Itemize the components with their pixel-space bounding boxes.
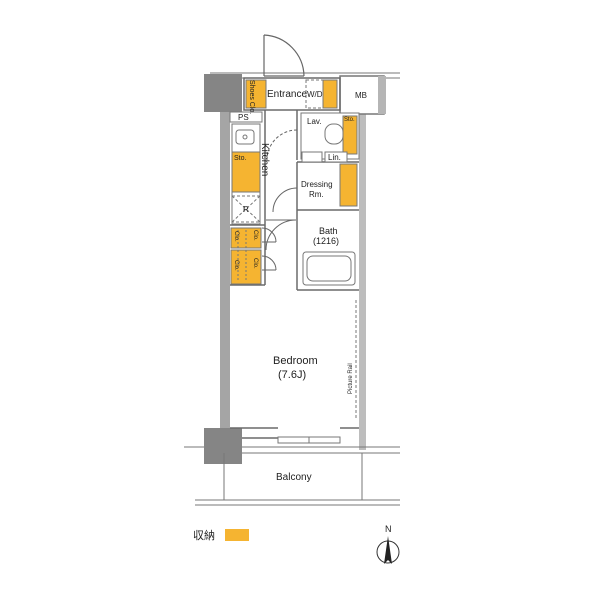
dressing-door xyxy=(272,187,298,213)
left-wall xyxy=(220,112,230,430)
label-dressing-rm: Rm. xyxy=(309,190,324,199)
label-closet-1: Clo. xyxy=(252,230,258,241)
label-linen: Lin. xyxy=(328,153,341,162)
label-lav-storage: Sto. xyxy=(344,117,355,123)
legend-swatch xyxy=(225,529,249,541)
label-dressing: Dressing xyxy=(301,180,333,189)
ps-box xyxy=(229,111,263,123)
toilet-bowl xyxy=(324,123,344,145)
column-bottom-left xyxy=(204,428,242,464)
compass-label: N xyxy=(385,524,392,534)
label-kitchen: Kitchen xyxy=(259,143,270,176)
label-closet-4: Clo. xyxy=(233,260,239,271)
label-balcony: Balcony xyxy=(276,472,312,483)
closet-doors xyxy=(261,227,277,271)
fridge xyxy=(231,195,261,223)
label-entrance: Entrance xyxy=(267,89,307,100)
label-bedroom-size: (7.6J) xyxy=(278,369,306,381)
shoes-closet xyxy=(245,79,267,109)
kitchen-storage xyxy=(231,151,261,193)
label-closet-3: Clo. xyxy=(252,258,258,269)
label-fridge: R xyxy=(243,205,249,214)
wd-storage xyxy=(322,79,338,109)
right-wall xyxy=(359,110,366,450)
label-bedroom: Bedroom xyxy=(273,355,318,367)
entrance-door xyxy=(263,34,305,77)
washbasin xyxy=(301,151,323,163)
balcony-outline xyxy=(184,446,400,506)
mb-wall-right xyxy=(378,76,386,114)
label-kitchen-storage: Sto. xyxy=(234,155,247,162)
bedroom-door xyxy=(265,219,297,251)
label-bath: Bath xyxy=(319,226,338,236)
legend-label: 収納 xyxy=(193,529,215,542)
lav-door xyxy=(266,129,298,161)
sink xyxy=(235,129,255,145)
legend: 収納 xyxy=(193,527,249,543)
compass-arrow-icon xyxy=(384,536,392,564)
label-lav: Lav. xyxy=(307,117,322,126)
linen xyxy=(324,151,348,163)
label-picture-rail: Picture Rail xyxy=(348,363,354,394)
label-ps: PS xyxy=(238,113,249,122)
closet-dashes xyxy=(237,230,247,282)
column-top-left xyxy=(204,74,242,112)
balcony-window xyxy=(277,436,341,444)
bathtub-inner xyxy=(306,255,352,282)
label-wd: W/D xyxy=(307,90,323,99)
label-shoes-closet: Shoes Clo. xyxy=(248,80,255,114)
dressing-storage xyxy=(339,163,358,207)
label-closet-2: Clo. xyxy=(233,231,239,242)
north-compass: N xyxy=(376,524,400,564)
label-bath-size: (1216) xyxy=(313,236,339,246)
label-mb: MB xyxy=(355,91,367,100)
sink-drain xyxy=(242,134,248,140)
